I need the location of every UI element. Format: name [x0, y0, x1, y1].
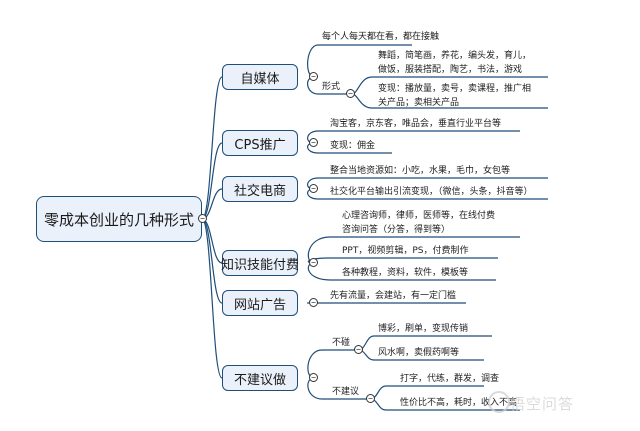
- leaf-no-gambling[interactable]: 博彩，刷单，变现传销: [378, 324, 469, 334]
- collapse-media-form-icon[interactable]: −: [346, 89, 355, 98]
- leaf-know-production[interactable]: PPT，视频剪辑，PS，付费制作: [342, 246, 469, 256]
- watermark-logo-icon: [488, 391, 510, 413]
- leaf-media-topics-1[interactable]: 舞蹈，简笔画，养花，编头发，育儿，: [378, 51, 532, 61]
- branch-social-commerce[interactable]: 社交电商: [222, 176, 298, 202]
- subtopic-media-form[interactable]: 形式: [322, 82, 341, 92]
- branch-self-media[interactable]: 自媒体: [222, 64, 298, 90]
- leaf-no-fengshui[interactable]: 风水啊，卖假药啊等: [378, 348, 460, 358]
- leaf-web-traffic[interactable]: 先有流量，会建站，有一定门槛: [330, 291, 457, 301]
- subtopic-not-recommend[interactable]: 不建议: [332, 387, 360, 397]
- connector-root-no: [201, 218, 223, 379]
- branch-cps[interactable]: CPS推广: [222, 130, 298, 156]
- collapse-knowledge-icon[interactable]: −: [309, 258, 318, 267]
- branch-knowledge-pay[interactable]: 知识技能付费: [221, 250, 299, 276]
- subtopic-no-touch[interactable]: 不碰: [332, 338, 351, 348]
- leaf-media-everyone[interactable]: 每个人每天都在看，都在接触: [322, 32, 440, 42]
- collapse-no-touch-icon[interactable]: −: [354, 345, 363, 354]
- leaf-notrec-lowvalue[interactable]: 性价比不高，耗时，收入不高: [400, 398, 518, 408]
- collapse-cps-icon[interactable]: −: [309, 138, 318, 147]
- leaf-know-tutorials[interactable]: 各种教程，资料，软件，模板等: [342, 268, 469, 278]
- leaf-notrec-typing[interactable]: 打字，代练，群发，调查: [400, 374, 500, 384]
- leaf-know-consult-1[interactable]: 心理咨询师，律师，医师等，在线付费: [342, 211, 496, 221]
- leaf-know-consult-2[interactable]: 咨询问答（分答，得到等）: [342, 225, 451, 235]
- leaf-cps-platforms[interactable]: 淘宝客，京东客，唯品会，垂直行业平台等: [330, 119, 502, 129]
- branch-website-ads[interactable]: 网站广告: [222, 290, 298, 316]
- branch-not-recommended[interactable]: 不建议做: [222, 365, 298, 391]
- collapse-not-recommend-icon[interactable]: −: [366, 394, 375, 403]
- collapse-social-icon[interactable]: −: [309, 184, 318, 193]
- leaf-social-local[interactable]: 整合当地资源如：小吃，水果，毛巾，女包等: [330, 166, 511, 176]
- watermark-text: 悟空问答: [510, 395, 575, 413]
- connector-root-media: [201, 76, 223, 220]
- leaf-media-topics-2[interactable]: 做饭，服装搭配，陶艺，书法，游戏: [378, 65, 523, 75]
- collapse-notrec-icon[interactable]: −: [309, 373, 318, 382]
- leaf-media-monetize-2[interactable]: 关产品；卖相关产品: [378, 98, 460, 108]
- leaf-cps-commission[interactable]: 变现：佣金: [330, 141, 376, 151]
- collapse-self-media-icon[interactable]: −: [309, 72, 318, 81]
- collapse-website-icon[interactable]: −: [309, 298, 318, 307]
- central-topic[interactable]: 零成本创业的几种形式: [36, 196, 202, 242]
- leaf-social-platform[interactable]: 社交化平台输出引流变现，（微信，头条，抖音等）: [330, 187, 533, 197]
- leaf-media-monetize-1[interactable]: 变现：播放量，卖号，卖课程，推广相: [378, 84, 532, 94]
- collapse-root-icon[interactable]: −: [198, 214, 207, 223]
